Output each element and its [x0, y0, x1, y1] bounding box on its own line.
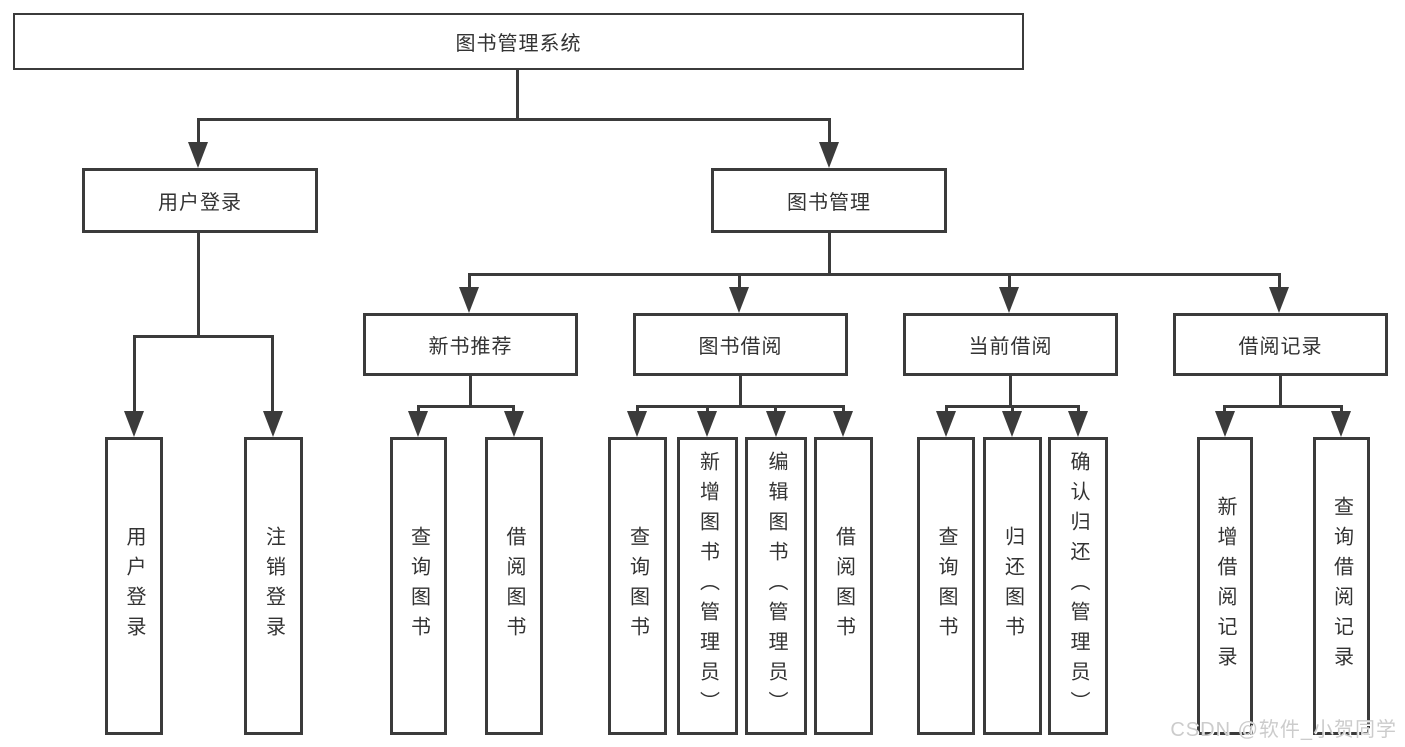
node-book-borrow: 图书借阅 [633, 313, 848, 376]
node-label: 确认归还（管理员） [1067, 451, 1089, 721]
connector-stem [739, 376, 742, 407]
node-current-borrow: 当前借阅 [903, 313, 1118, 376]
node-label: 图书管理系统 [455, 33, 582, 55]
connector-stem [1279, 376, 1282, 407]
connector-drop [1223, 405, 1226, 415]
leaf-query-books-recommend: 查询图书 [390, 437, 447, 735]
leaf-borrow-books-recommend: 借阅图书 [485, 437, 543, 735]
connector-drop [842, 405, 845, 415]
leaf-edit-books-admin: 编辑图书（管理员） [745, 437, 807, 735]
connector-stem [469, 376, 472, 407]
connector-drop [197, 118, 200, 146]
node-label: 查询图书 [626, 526, 649, 646]
arrowhead-icon [263, 411, 283, 437]
arrowhead-icon [766, 411, 786, 437]
arrowhead-icon [124, 411, 144, 437]
connector-stem [828, 233, 831, 273]
node-label: 图书管理 [787, 192, 871, 214]
arrowhead-icon [1215, 411, 1235, 437]
node-label: 图书借阅 [698, 336, 783, 358]
node-label: 注销登录 [262, 526, 285, 646]
node-label: 借阅图书 [832, 526, 855, 646]
node-label: 新书推荐 [428, 336, 513, 358]
arrowhead-icon [936, 411, 956, 437]
arrowhead-icon [1068, 411, 1088, 437]
arrowhead-icon [833, 411, 853, 437]
connector-drop [1008, 273, 1011, 289]
arrowhead-icon [697, 411, 717, 437]
connector-drop [271, 335, 274, 415]
connector-drop [774, 405, 777, 415]
arrowhead-icon [627, 411, 647, 437]
arrowhead-icon [459, 287, 479, 313]
arrowhead-icon [408, 411, 428, 437]
node-label: 归还图书 [1001, 526, 1024, 646]
arrowhead-icon [729, 287, 749, 313]
connector-root-stem [516, 68, 519, 118]
leaf-logout: 注销登录 [244, 437, 303, 735]
arrowhead-icon [819, 142, 839, 168]
node-label: 查询图书 [935, 526, 957, 646]
csdn-watermark: CSDN @软件_小贺同学 [1170, 719, 1397, 741]
arrowhead-icon [1331, 411, 1351, 437]
connector-drop [706, 405, 709, 415]
node-label: 用户登录 [158, 192, 242, 214]
connector-drop [1011, 405, 1014, 415]
arrowhead-icon [1269, 287, 1289, 313]
node-borrow-records: 借阅记录 [1173, 313, 1388, 376]
connector-rail [636, 405, 844, 408]
connector-drop [468, 273, 471, 289]
connector-rail [1223, 405, 1342, 408]
connector-drop [133, 335, 136, 415]
arrowhead-icon [999, 287, 1019, 313]
connector-drop [738, 273, 741, 289]
connector-stem [197, 233, 200, 337]
node-book-management: 图书管理 [711, 168, 947, 233]
connector-rail [468, 273, 1281, 276]
node-label: 查询借阅记录 [1330, 496, 1353, 676]
node-new-book-recommend: 新书推荐 [363, 313, 578, 376]
connector-stem [1009, 376, 1012, 407]
connector-rail [133, 335, 274, 338]
leaf-query-books-current: 查询图书 [917, 437, 975, 735]
arrowhead-icon [188, 142, 208, 168]
node-label: 新增借阅记录 [1214, 496, 1236, 676]
connector-drop [828, 118, 831, 146]
connector-drop [636, 405, 639, 415]
node-user-login: 用户登录 [82, 168, 318, 233]
leaf-borrow-books: 借阅图书 [814, 437, 873, 735]
leaf-user-login: 用户登录 [105, 437, 163, 735]
leaf-query-books-borrow: 查询图书 [608, 437, 667, 735]
node-label: 用户登录 [123, 526, 145, 646]
node-label: 借阅图书 [503, 526, 525, 646]
leaf-confirm-return-admin: 确认归还（管理员） [1048, 437, 1108, 735]
leaf-query-borrow-record: 查询借阅记录 [1313, 437, 1370, 735]
connector-drop [512, 405, 515, 415]
leaf-return-books: 归还图书 [983, 437, 1042, 735]
connector-root-rail [197, 118, 831, 121]
arrowhead-icon [504, 411, 524, 437]
arrowhead-icon [1002, 411, 1022, 437]
leaf-add-books-admin: 新增图书（管理员） [677, 437, 738, 735]
connector-drop [1340, 405, 1343, 415]
connector-drop [417, 405, 420, 415]
node-label: 编辑图书（管理员） [765, 451, 787, 721]
connector-drop [1077, 405, 1080, 415]
node-label: 新增图书（管理员） [696, 451, 719, 721]
node-label: 查询图书 [407, 526, 430, 646]
connector-drop [945, 405, 948, 415]
node-label: 当前借阅 [968, 336, 1053, 358]
connector-drop [1278, 273, 1281, 289]
connector-rail [417, 405, 515, 408]
leaf-add-borrow-record: 新增借阅记录 [1197, 437, 1253, 735]
node-label: 借阅记录 [1238, 336, 1323, 358]
node-library-management-system: 图书管理系统 [13, 13, 1024, 70]
